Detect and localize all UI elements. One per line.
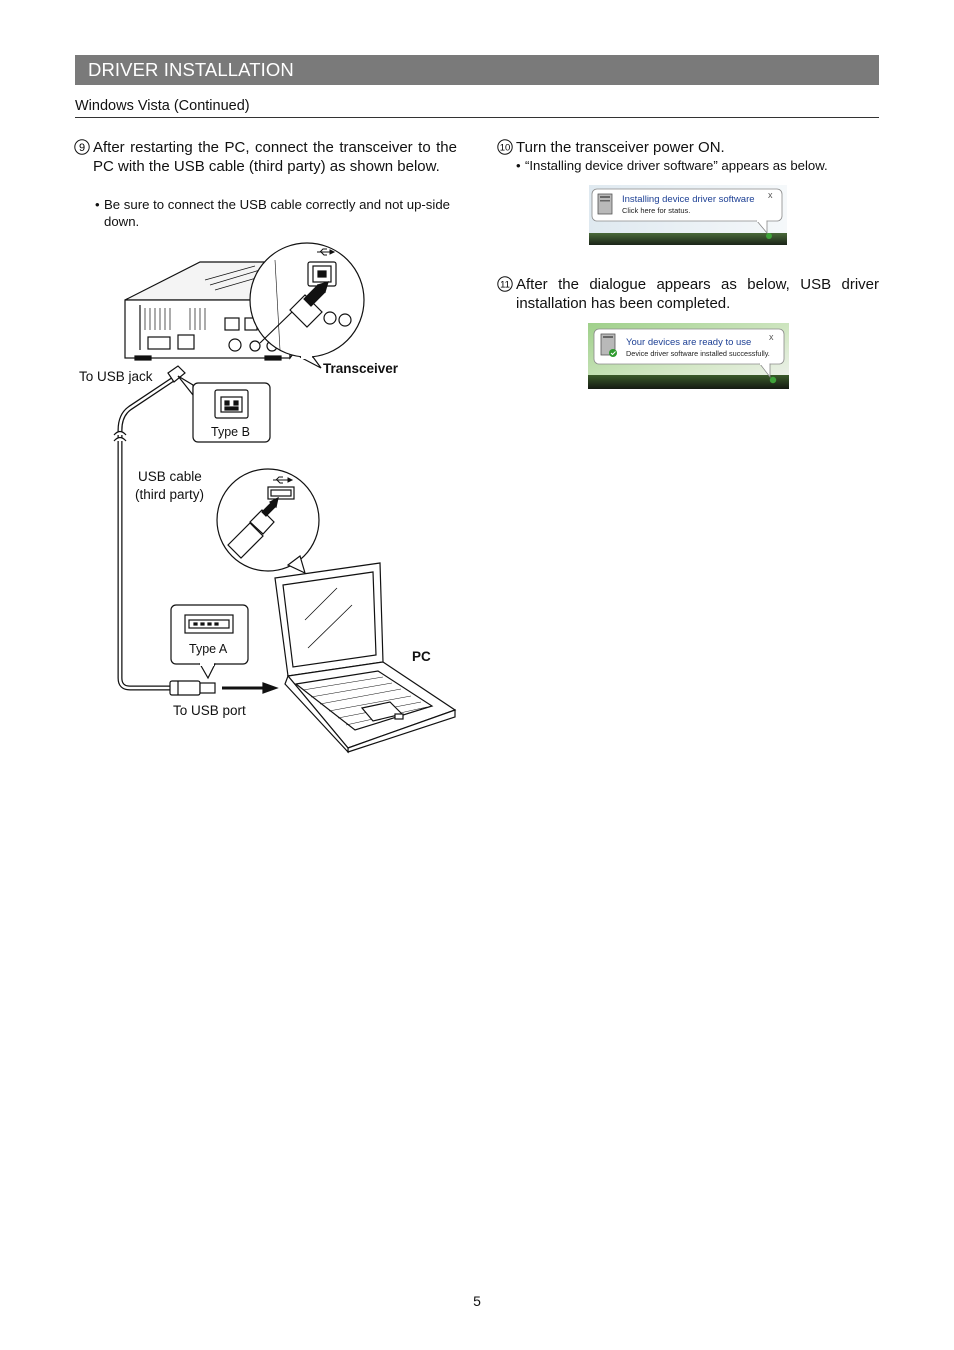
step-10: 10 Turn the transceiver power ON. [497, 138, 879, 157]
step-9-note-text: Be sure to connect the USB cable correct… [104, 197, 450, 229]
popup-1-subtitle: Click here for status. [622, 206, 691, 215]
usb-a-plug [169, 680, 216, 696]
divider [75, 117, 879, 118]
transceiver-label: Transceiver [323, 361, 399, 376]
svg-text:9: 9 [79, 142, 85, 154]
type-b-label: Type B [211, 425, 250, 439]
popup-2-title: Your devices are ready to use [626, 337, 752, 348]
laptop-drawing [274, 562, 457, 754]
usb-a-port-closeup [227, 486, 295, 559]
to-usb-port-label: To USB port [173, 703, 246, 718]
step-9: 9 After restarting the PC, connect the t… [74, 138, 457, 176]
usb-symbol-icon [317, 248, 336, 256]
popup-1-title: Installing device driver software [622, 194, 755, 205]
step-10-note-text: “Installing device driver software” appe… [525, 158, 828, 173]
pc-label: PC [412, 649, 431, 664]
svg-text:10: 10 [500, 143, 511, 154]
step-number-11-icon: 11 [497, 276, 513, 292]
usb-b-jack-closeup [259, 259, 352, 351]
svg-text:11: 11 [500, 280, 510, 291]
type-a-label: Type A [189, 642, 228, 656]
popup-1-close-icon[interactable]: x [768, 190, 773, 200]
popup-2-close-icon[interactable]: x [769, 332, 774, 342]
step-10-text: Turn the transceiver power ON. [516, 139, 725, 156]
subsection-title: Windows Vista (Continued) [75, 98, 250, 114]
step-11: 11 After the dialogue appears as below, … [497, 275, 879, 313]
step-number-9-icon: 9 [74, 139, 90, 155]
popup-2-subtitle: Device driver software installed success… [626, 349, 770, 358]
step-number-10-icon: 10 [497, 139, 513, 155]
to-usb-jack-label: To USB jack [79, 369, 153, 384]
page-number: 5 [473, 1293, 481, 1309]
usb-symbol-icon-2 [273, 476, 294, 484]
step-11-text: After the dialogue appears as below, USB… [516, 276, 879, 312]
installing-driver-balloon-screenshot: Installing device driver software Click … [589, 185, 787, 245]
step-9-text: After restarting the PC, connect the tra… [93, 139, 457, 175]
step-9-note: •Be sure to connect the USB cable correc… [95, 197, 450, 229]
step-10-note: •“Installing device driver software” app… [516, 158, 828, 173]
devices-ready-balloon-screenshot: Your devices are ready to use Device dri… [588, 323, 789, 389]
usb-cable-label-line2: (third party) [135, 487, 205, 502]
section-title: DRIVER INSTALLATION [88, 59, 294, 80]
usb-cable-label-line1: USB cable [138, 469, 202, 484]
section-header-bar: DRIVER INSTALLATION [75, 55, 879, 85]
